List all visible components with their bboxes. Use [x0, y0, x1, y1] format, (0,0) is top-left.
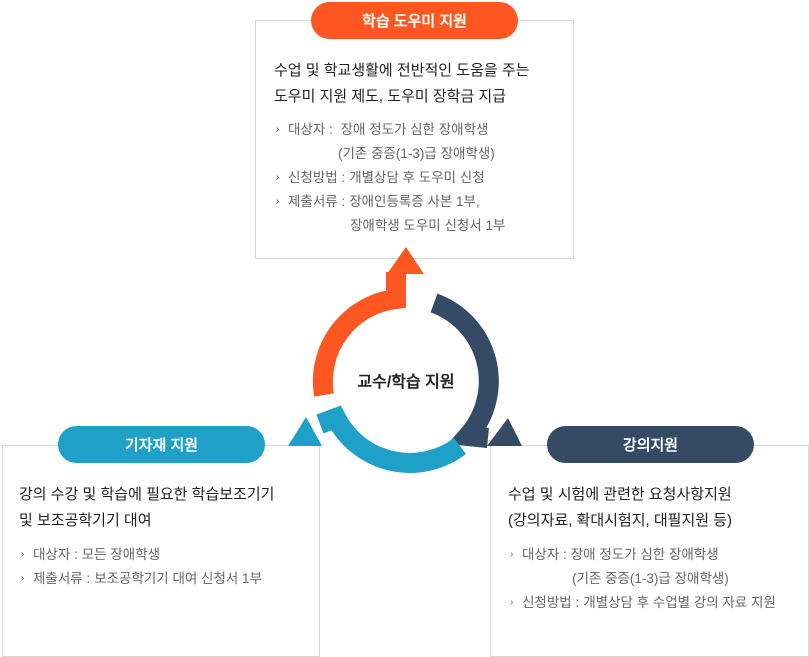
bullet-chevron-icon: › — [276, 124, 280, 135]
desc-line: 강의 수강 및 학습에 필요한 학습보조기기 — [19, 486, 275, 503]
list-item: › 대상자 : 장애 정도가 심한 장애학생 — [276, 118, 505, 142]
learning-helper-title: 학습 도우미 지원 — [311, 2, 518, 39]
list-item: › 대상자 :모든 장애학생 — [21, 543, 262, 567]
list-item: › 제출서류 :장애인등록증 사본 1부, — [276, 190, 505, 214]
list-item: › 신청방법 :개별상담 후 도우미 신청 — [276, 166, 505, 190]
item-value: 개별상담 후 수업별 강의 자료 지원 — [583, 595, 776, 610]
learning-helper-list: › 대상자 : 장애 정도가 심한 장애학생 (기존 중증(1-3)급 장애학생)… — [276, 118, 505, 238]
item-label: 대상자 : — [33, 547, 78, 562]
lecture-support-title: 강의지원 — [547, 426, 754, 463]
item-value: 장애인등록증 사본 1부, — [349, 194, 480, 209]
item-value: 모든 장애학생 — [81, 547, 161, 562]
item-value: 장애 정도가 심한 장애학생 — [340, 122, 489, 137]
list-item: › 신청방법 :개별상담 후 수업별 강의 자료 지원 — [510, 591, 776, 615]
bullet-chevron-icon: › — [276, 196, 280, 207]
item-value: 보조공학기기 대여 신청서 1부 — [94, 571, 262, 586]
item-label: 대상자 : — [288, 122, 333, 137]
bullet-chevron-icon: › — [276, 172, 280, 183]
desc-line: (강의자료, 확대시험지, 대필지원 등) — [508, 512, 733, 529]
desc-line: 및 보조공학기기 대여 — [19, 512, 152, 529]
equipment-desc: 강의 수강 및 학습에 필요한 학습보조기기 및 보조공학기기 대여 — [19, 482, 274, 534]
desc-line: 수업 및 학교생활에 전반적인 도움을 주는 — [274, 62, 530, 79]
item-label: 제출서류 : — [33, 571, 91, 586]
item-label: 대상자 : — [522, 547, 567, 562]
item-value-cont: (기존 중증(1-3)급 장애학생) — [338, 146, 495, 161]
equipment-box — [2, 445, 320, 657]
item-label: 신청방법 : — [522, 595, 580, 610]
equipment-list: › 대상자 :모든 장애학생 › 제출서류 :보조공학기기 대여 신청서 1부 — [21, 543, 262, 591]
bullet-chevron-icon: › — [510, 549, 514, 560]
equipment-title: 기자재 지원 — [58, 426, 265, 463]
item-value: 개별상담 후 도우미 신청 — [349, 170, 485, 185]
blue-arrow-icon — [288, 405, 467, 473]
item-value-cont: 장애학생 도우미 신청서 1부 — [350, 218, 506, 233]
bullet-chevron-icon: › — [21, 549, 25, 560]
bullet-chevron-icon: › — [510, 597, 514, 608]
list-item: › 대상자 :장애 정도가 심한 장애학생 — [510, 543, 776, 567]
lecture-support-box — [490, 445, 809, 657]
desc-line: 도우미 지원 제도, 도우미 장학금 지급 — [274, 88, 507, 105]
lecture-support-desc: 수업 및 시험에 관련한 요청사항지원 (강의자료, 확대시험지, 대필지원 등… — [508, 482, 732, 534]
orange-arrow-icon — [312, 247, 424, 397]
desc-line: 수업 및 시험에 관련한 요청사항지원 — [508, 486, 732, 503]
center-label: 교수/학습 지원 — [357, 374, 455, 391]
learning-helper-box — [255, 20, 574, 259]
learning-helper-desc: 수업 및 학교생활에 전반적인 도움을 주는 도우미 지원 제도, 도우미 장학… — [274, 58, 529, 110]
lecture-support-list: ›대상자 :장애 정도가 심한 장애학생 (기존 중증(1-3)급 장애학생) … — [510, 543, 776, 615]
item-label: 신청방법 : — [288, 170, 346, 185]
list-item: › 제출서류 :보조공학기기 대여 신청서 1부 — [21, 567, 262, 591]
item-value: 장애 정도가 심한 장애학생 — [570, 547, 719, 562]
bullet-chevron-icon: › — [21, 573, 25, 584]
navy-arrow-icon — [430, 293, 522, 448]
item-value-cont: (기존 중증(1-3)급 장애학생) — [572, 571, 729, 586]
item-label: 제출서류 : — [288, 194, 346, 209]
